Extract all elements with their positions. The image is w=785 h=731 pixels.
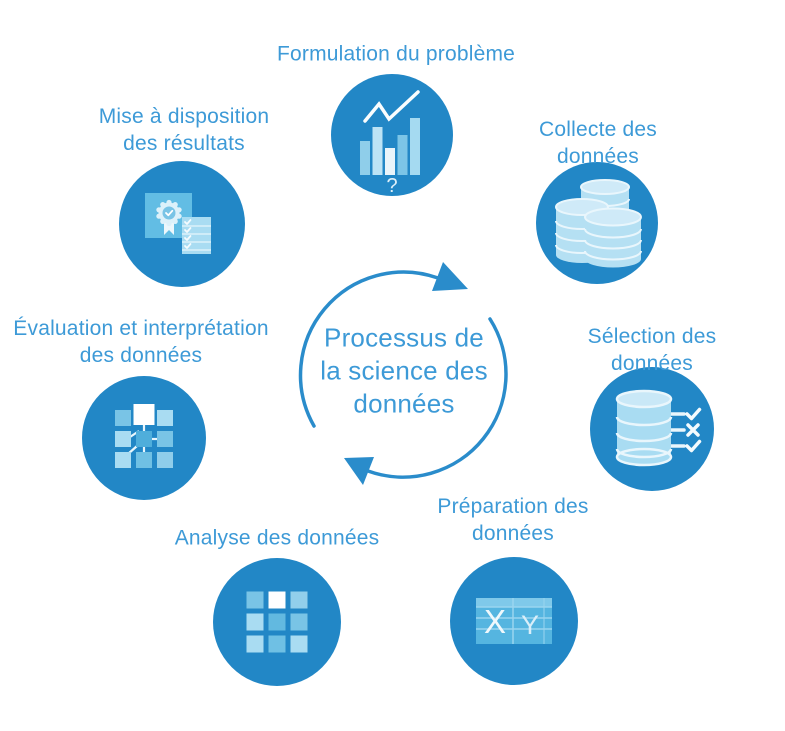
diagram-title: Processus de la science des données [320, 322, 488, 419]
x-glyph: X [484, 603, 506, 640]
label-preparation: Préparation des données [437, 495, 589, 545]
step-preparation: X Y [450, 557, 578, 685]
step-selection [590, 367, 714, 491]
question-mark-glyph: ? [386, 175, 397, 197]
step-analyse [213, 558, 341, 686]
bar-chart-trend-question-icon: ? [360, 90, 420, 197]
database-check-cross-icon [615, 389, 702, 467]
cycle-arrows [298, 262, 508, 485]
cycle-arc-bottom [366, 317, 508, 479]
label-evaluation: Évaluation et interprétation des données [13, 317, 269, 367]
grid-squares-icon [246, 591, 308, 653]
checklist-checks-icon [184, 219, 192, 249]
connected-squares-icon [115, 404, 173, 468]
cross-icon [686, 423, 700, 437]
label-collecte: Collecte des données [539, 118, 657, 168]
label-formulation: Formulation du problème [276, 42, 516, 66]
certificate-checklist-icon [145, 193, 211, 254]
cycle-arrowhead-bottom-icon [344, 457, 374, 485]
step-collecte [536, 162, 658, 284]
label-mise: Mise à disposition des résultats [98, 105, 270, 155]
check-icon [685, 439, 702, 453]
check-icon [685, 407, 702, 421]
cycle-arc-top [298, 270, 440, 428]
label-selection: Sélection des données [587, 325, 717, 375]
coin-stacks-icon [555, 179, 642, 268]
step-formulation: ? [331, 74, 453, 197]
step-mise [119, 161, 245, 287]
xy-table-icon: X Y [476, 598, 552, 644]
y-glyph: Y [521, 610, 539, 640]
check-icon [165, 209, 174, 217]
label-analyse: Analyse des données [174, 526, 380, 550]
cycle-arrowhead-top-icon [432, 262, 468, 291]
step-evaluation [82, 376, 206, 500]
rosette-badge-icon [156, 199, 182, 227]
